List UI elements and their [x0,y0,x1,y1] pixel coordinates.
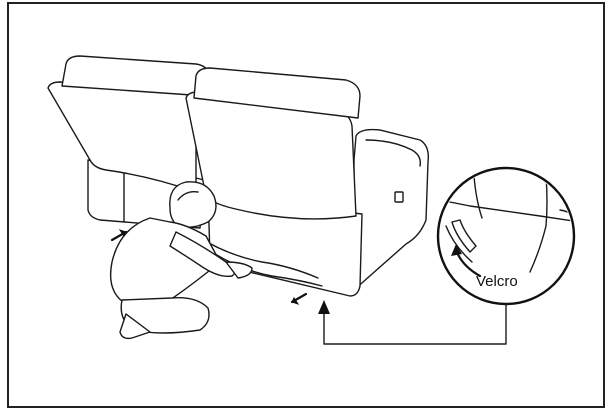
person-head [170,182,216,228]
recline-button [395,192,403,202]
velcro-label: Velcro [476,273,518,290]
